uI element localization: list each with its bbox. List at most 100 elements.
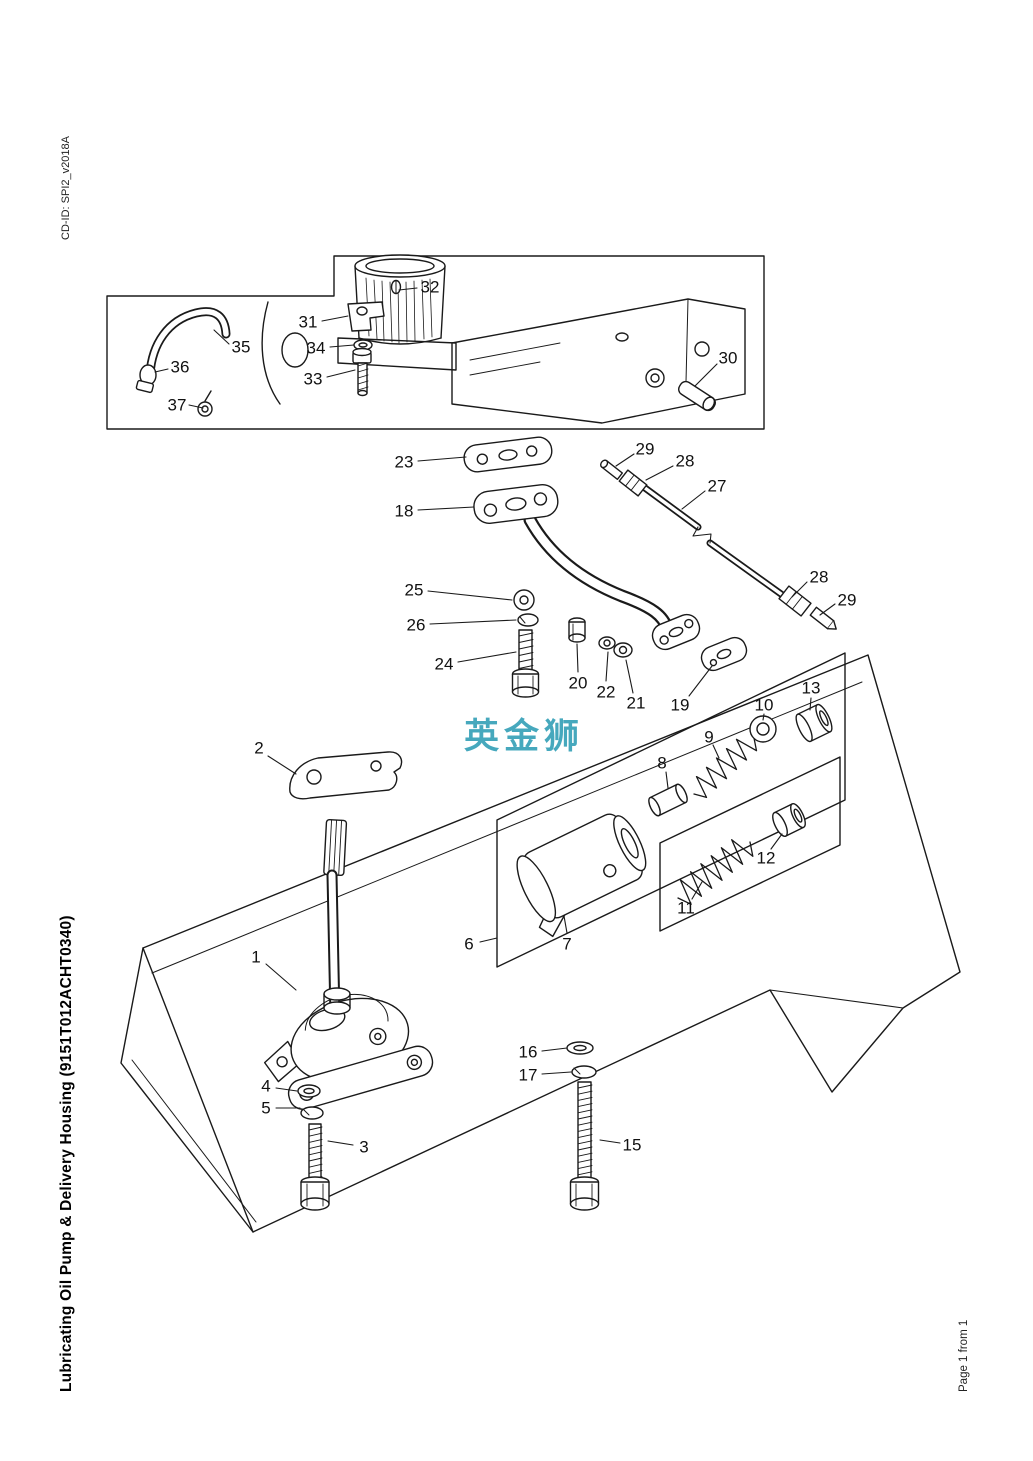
leader-line-part-30	[694, 363, 718, 387]
part-number-33: 33	[304, 370, 323, 389]
leader-line-part-15	[599, 1139, 621, 1144]
gasket-2	[289, 751, 403, 800]
valve-plunger	[648, 783, 688, 817]
lock-washer	[571, 1065, 597, 1079]
housing-panel	[120, 654, 961, 1233]
part-number-35: 35	[232, 338, 251, 357]
leader-line-part-12	[770, 833, 783, 850]
leader-line-part-29	[615, 453, 635, 467]
leader-line-part-33	[326, 369, 356, 378]
banjo-bolt	[197, 401, 213, 417]
leader-line-part-35	[213, 329, 230, 345]
lock-washer	[300, 1106, 324, 1120]
nut	[613, 642, 633, 658]
leader-line-part-6	[479, 937, 498, 943]
part-number-15: 15	[623, 1136, 642, 1155]
part-number-5: 5	[261, 1099, 270, 1118]
leader-line-part-26	[429, 619, 517, 625]
leader-line-part-21	[625, 659, 634, 694]
part-number-7: 7	[562, 935, 571, 954]
leader-line-part-10	[762, 713, 765, 721]
mount-bolt-center	[566, 1041, 600, 1211]
leader-line-part-2	[267, 755, 297, 775]
delivery-pipe	[473, 484, 701, 651]
part-number-22: 22	[597, 683, 616, 702]
part-number-16: 16	[519, 1043, 538, 1062]
oil-pump-assembly	[263, 818, 434, 1110]
leader-line-part-32	[398, 287, 418, 291]
part-number-3: 3	[359, 1138, 368, 1157]
leader-line-part-3	[327, 1140, 354, 1146]
part-number-13: 13	[802, 679, 821, 698]
part-number-37: 37	[168, 396, 187, 415]
dowel-pin	[678, 380, 716, 412]
part-number-20: 20	[569, 674, 588, 693]
valve-cap	[795, 703, 833, 743]
nut	[598, 636, 616, 650]
leader-line-part-25	[427, 590, 513, 601]
oil-tube	[600, 459, 837, 630]
leader-line-part-37	[188, 404, 204, 409]
part-number-9: 9	[704, 728, 713, 747]
part-number-30: 30	[719, 349, 738, 368]
leader-line-part-27	[681, 490, 706, 510]
part-number-19: 19	[671, 696, 690, 715]
leader-line-part-13	[809, 697, 812, 711]
bracket	[347, 301, 385, 332]
oil-feed-pipe	[135, 307, 231, 417]
leader-line-part-19	[688, 665, 713, 697]
part-number-29: 29	[838, 591, 857, 610]
leader-line-part-24	[457, 651, 517, 663]
valve-spring	[693, 737, 758, 799]
part-number-31: 31	[299, 313, 318, 332]
pump-body	[263, 993, 434, 1110]
pump-flange	[287, 1045, 434, 1110]
washer	[297, 1084, 321, 1098]
mount-bolt-left	[297, 1084, 330, 1211]
engine-block	[451, 298, 746, 424]
clamp-bracket-group	[347, 279, 402, 397]
shaft-collar	[323, 987, 351, 1001]
leader-line-part-23	[417, 456, 467, 462]
leader-line-part-28	[645, 465, 674, 481]
part-number-21: 21	[627, 694, 646, 713]
inner-box	[659, 756, 841, 932]
leader-line-part-17	[541, 1071, 572, 1075]
part-number-8: 8	[657, 754, 666, 773]
oil-filter	[354, 254, 446, 345]
leader-line-part-29	[819, 603, 836, 616]
leader-line-part-1	[265, 963, 297, 991]
part-number-32: 32	[421, 278, 440, 297]
top-detail-box	[106, 255, 765, 430]
part-number-11: 11	[677, 899, 695, 918]
part-number-12: 12	[757, 849, 776, 868]
part-number-23: 23	[395, 453, 414, 472]
leader-line-part-4	[275, 1087, 298, 1092]
part-number-25: 25	[405, 581, 424, 600]
part-number-18: 18	[395, 502, 414, 521]
part-number-4: 4	[261, 1077, 270, 1096]
leader-line-part-31	[321, 315, 349, 322]
leader-line-part-16	[541, 1047, 568, 1052]
gasket-23	[463, 436, 553, 473]
leader-line-part-11	[691, 881, 703, 900]
tube-fitting	[618, 469, 648, 497]
small-fasteners	[568, 617, 633, 658]
inner-spring	[677, 839, 754, 905]
spring-seat	[749, 715, 777, 743]
relief-valve-box	[496, 652, 846, 968]
tube-fitting	[778, 585, 812, 617]
leader-line-part-34	[329, 344, 355, 348]
washer	[513, 589, 535, 611]
tube-nipple	[809, 606, 835, 630]
part-number-26: 26	[407, 616, 426, 635]
cylinder-head	[261, 301, 457, 405]
part-number-24: 24	[435, 655, 454, 674]
leader-line-part-28	[791, 581, 808, 598]
relief-valve-parts	[516, 703, 833, 938]
valve-housing	[516, 813, 647, 938]
part-number-1: 1	[251, 948, 260, 967]
